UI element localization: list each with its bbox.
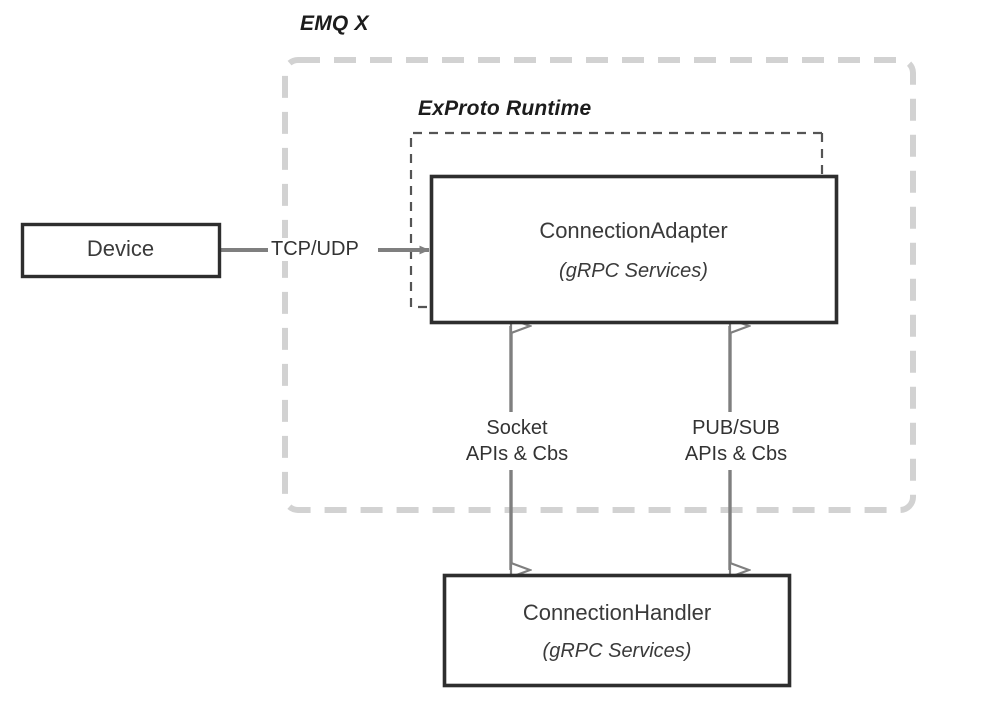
socket-apis-edge-label-line2: APIs & Cbs — [465, 443, 569, 465]
connection-adapter-node-subtitle: (gRPC Services) — [559, 260, 708, 282]
emqx-group-title: EMQ X — [300, 12, 369, 35]
exproto-group-title: ExProto Runtime — [418, 97, 592, 120]
connection-handler-node-title: ConnectionHandler — [522, 600, 712, 625]
tcp-udp-edge-label: TCP/UDP — [268, 238, 362, 261]
connection-handler-box[interactable] — [442, 573, 792, 688]
device-box[interactable] — [20, 222, 222, 279]
socket-apis-edge-label: Socket APIs & Cbs — [435, 412, 599, 470]
connection-adapter-node-title: ConnectionAdapter — [539, 218, 728, 243]
emqx-group-boundary — [282, 57, 916, 513]
pubsub-apis-edge-label-line1: PUB/SUB — [692, 417, 780, 439]
connection-adapter-box[interactable] — [429, 174, 839, 325]
connection-handler-node-subtitle: (gRPC Services) — [542, 640, 692, 662]
socket-apis-edge-label-line1: Socket — [486, 417, 548, 439]
pubsub-apis-edge-label: PUB/SUB APIs & Cbs — [654, 412, 818, 470]
pubsub-apis-edge-label-line2: APIs & Cbs — [684, 443, 788, 465]
device-node-title: Device — [86, 236, 155, 261]
